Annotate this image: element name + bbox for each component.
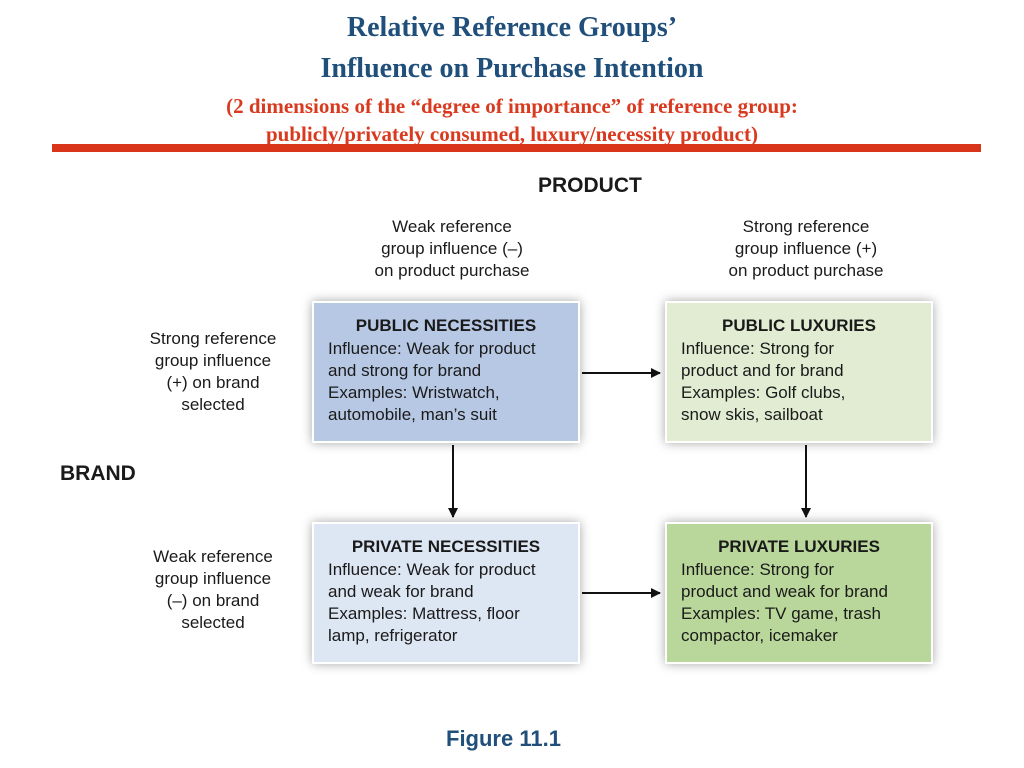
label-line: Weak reference bbox=[392, 217, 512, 236]
slide-subtitle-line2: publicly/privately consumed, luxury/nece… bbox=[266, 122, 758, 146]
box-heading: PUBLIC NECESSITIES bbox=[355, 316, 537, 335]
box-line: and strong for brand bbox=[328, 361, 482, 380]
box-line: product and weak for brand bbox=[681, 582, 888, 601]
box-line: product and for brand bbox=[681, 361, 844, 380]
box-heading: PRIVATE LUXURIES bbox=[718, 537, 880, 556]
box-line: Influence: Weak for product bbox=[328, 339, 536, 358]
label-line: (–) on brand bbox=[166, 591, 260, 610]
weak-product-influence-label: Weak reference group influence (–) on pr… bbox=[352, 216, 552, 282]
label-line: on product purchase bbox=[374, 261, 530, 280]
label-line: on product purchase bbox=[728, 261, 884, 280]
label-line: selected bbox=[181, 613, 245, 632]
box-line: compactor, icemaker bbox=[681, 626, 838, 645]
public-luxuries-box: PUBLIC LUXURIES Influence: Strong for pr… bbox=[665, 301, 933, 443]
label-line: group influence bbox=[154, 569, 272, 588]
box-line: and weak for brand bbox=[328, 582, 474, 601]
label-line: group influence (+) bbox=[734, 239, 878, 258]
box-line: Examples: Golf clubs, bbox=[681, 383, 846, 402]
strong-product-influence-label: Strong reference group influence (+) on … bbox=[706, 216, 906, 282]
slide-title-line1: Relative Reference Groups’ bbox=[346, 12, 678, 43]
label-line: group influence (–) bbox=[381, 239, 523, 258]
box-line: Influence: Strong for bbox=[681, 339, 835, 358]
box-line: Examples: Mattress, floor bbox=[328, 604, 520, 623]
box-line: snow skis, sailboat bbox=[681, 405, 823, 424]
box-heading: PUBLIC LUXURIES bbox=[722, 316, 876, 335]
product-axis-title: PRODUCT bbox=[538, 174, 642, 197]
label-line: Strong reference bbox=[149, 329, 277, 348]
box-line: Influence: Weak for product bbox=[328, 560, 536, 579]
slide-title-line2: Influence on Purchase Intention bbox=[320, 53, 704, 84]
label-line: selected bbox=[181, 395, 245, 414]
box-line: lamp, refrigerator bbox=[328, 626, 458, 645]
slide-subtitle-line1: (2 dimensions of the “degree of importan… bbox=[226, 94, 798, 118]
box-line: Examples: Wristwatch, bbox=[328, 383, 500, 402]
title-divider bbox=[52, 144, 981, 152]
weak-brand-influence-label: Weak reference group influence (–) on br… bbox=[138, 546, 288, 634]
box-line: Examples: TV game, trash bbox=[681, 604, 881, 623]
figure-caption: Figure 11.1 bbox=[446, 726, 561, 751]
private-luxuries-box: PRIVATE LUXURIES Influence: Strong for p… bbox=[665, 522, 933, 664]
box-heading: PRIVATE NECESSITIES bbox=[351, 537, 541, 556]
label-line: Strong reference bbox=[742, 217, 870, 236]
strong-brand-influence-label: Strong reference group influence (+) on … bbox=[138, 328, 288, 416]
public-necessities-box: PUBLIC NECESSITIES Influence: Weak for p… bbox=[312, 301, 580, 443]
private-necessities-box: PRIVATE NECESSITIES Influence: Weak for … bbox=[312, 522, 580, 664]
label-line: group influence bbox=[154, 351, 272, 370]
brand-axis-title: BRAND bbox=[60, 462, 136, 485]
box-line: automobile, man’s suit bbox=[328, 405, 497, 424]
box-line: Influence: Strong for bbox=[681, 560, 835, 579]
label-line: (+) on brand bbox=[166, 373, 260, 392]
label-line: Weak reference bbox=[153, 547, 273, 566]
